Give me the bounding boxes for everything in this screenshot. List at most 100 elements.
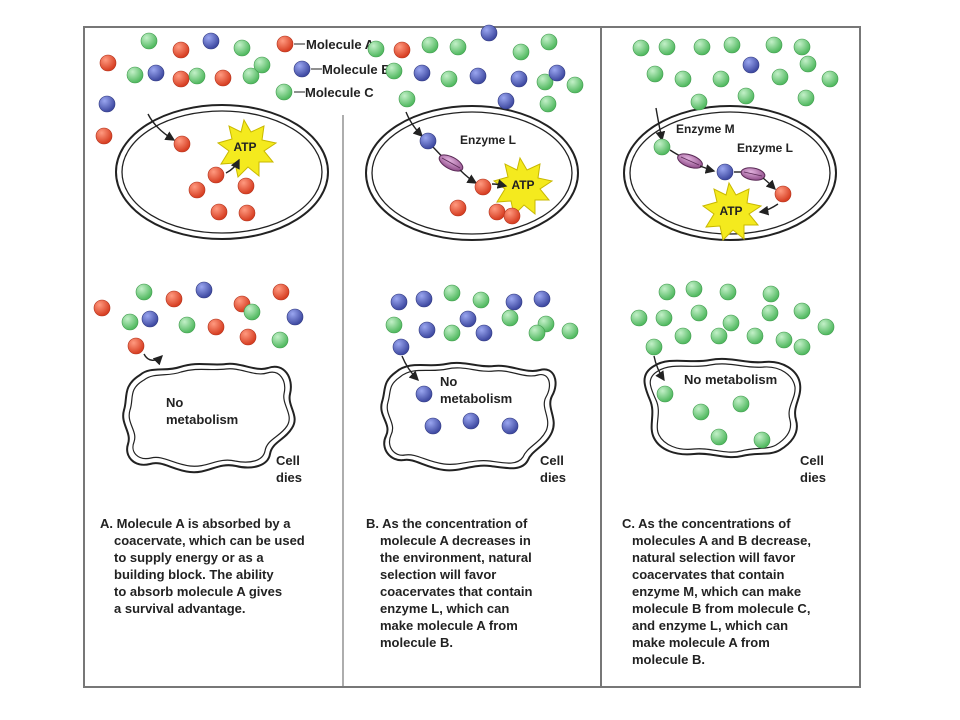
cell-dies-b-line2: dies [540, 470, 566, 485]
molecule-c [765, 36, 783, 54]
caption-c-line: make molecule A from [632, 635, 770, 650]
molecule-c [275, 83, 293, 101]
molecule-a [774, 185, 792, 203]
molecule-b [141, 310, 159, 328]
bounce-arrow-a [143, 353, 163, 366]
molecule-a [173, 135, 191, 153]
panel-a-bottom: No metabolism Cell dies [122, 353, 302, 485]
molecule-c [674, 70, 692, 88]
caption-c-line: enzyme M, which can make [632, 584, 801, 599]
molecule-c [710, 428, 728, 446]
molecule-a [188, 181, 206, 199]
enzyme-m-c-inner [680, 156, 700, 166]
molecule-c [793, 302, 811, 320]
molecule-a [503, 207, 521, 225]
caption-b-line: make molecule A from [380, 618, 518, 633]
molecule-b [147, 64, 165, 82]
molecule-b [424, 417, 442, 435]
molecule-c [656, 385, 674, 403]
atp-label-b: ATP [511, 178, 534, 192]
molecule-c [540, 33, 558, 51]
caption-b-line: molecule A decreases in [380, 533, 531, 548]
caption-a-line: to supply energy or as a [114, 550, 264, 565]
caption-a: A. Molecule A is absorbed by a coacervat… [100, 516, 305, 616]
molecule-c [690, 304, 708, 322]
molecule-c [421, 36, 439, 54]
molecule-b [390, 293, 408, 311]
molecule-c [762, 285, 780, 303]
molecule-c [722, 314, 740, 332]
molecule-a [239, 328, 257, 346]
molecule-c [817, 318, 835, 336]
cell-dies-b-line1: Cell [540, 453, 564, 468]
molecule-a [272, 283, 290, 301]
molecule-c [793, 338, 811, 356]
caption-a-line: A. Molecule A is absorbed by a [100, 516, 291, 531]
molecule-b [419, 132, 437, 150]
caption-a-line: coacervate, which can be used [114, 533, 305, 548]
molecule-c [753, 431, 771, 449]
coacervate-b-inner [371, 111, 573, 235]
molecule-c [655, 309, 673, 327]
molecule-a [172, 70, 190, 88]
cell-dies-a-line2: dies [276, 470, 302, 485]
molecule-c [385, 316, 403, 334]
molecule-b [469, 67, 487, 85]
figure-frame [83, 26, 861, 688]
legend-molecule-b: Molecule B [322, 62, 391, 77]
molecule-a [276, 35, 294, 53]
molecule-c [646, 65, 664, 83]
collapsed-coacervate-b-inner [386, 367, 551, 465]
molecule-b [501, 417, 519, 435]
panel-c-bottom: No metabolism Cell dies [643, 355, 826, 485]
caption-c-line: molecule B from molecule C, [632, 601, 810, 616]
molecule-b [462, 412, 480, 430]
molecule-c [243, 303, 261, 321]
cell-dies-c-line1: Cell [800, 453, 824, 468]
atp-arrow-c [758, 203, 779, 216]
molecule-b [98, 95, 116, 113]
molecule-c [746, 327, 764, 345]
molecule-c [712, 70, 730, 88]
molecule-c [799, 55, 817, 73]
molecule-b [497, 92, 515, 110]
molecule-c [443, 284, 461, 302]
no-metabolism-b-line2: metabolism [440, 391, 512, 406]
molecule-c [732, 395, 750, 413]
outer-border [83, 26, 861, 688]
molecule-c [271, 331, 289, 349]
uptake-arrow-c-bottom [653, 355, 665, 382]
molecule-c [528, 324, 546, 342]
molecule-b [202, 32, 220, 50]
molecule-c [385, 62, 403, 80]
molecule-c [472, 291, 490, 309]
molecule-a [93, 299, 111, 317]
molecule-b [418, 321, 436, 339]
enzyme-arrow-c1 [699, 164, 716, 174]
cell-dies-a-line1: Cell [276, 453, 300, 468]
collapsed-coacervate-c-inner [649, 363, 796, 453]
molecule-c [797, 89, 815, 107]
molecule-a [210, 203, 228, 221]
caption-c-line: C. As the concentrations of [622, 516, 791, 531]
molecule-c [692, 403, 710, 421]
molecule-c [775, 331, 793, 349]
molecule-c [658, 38, 676, 56]
uptake-arrow-b [405, 111, 423, 137]
caption-b: B. As the concentration of molecule A de… [366, 516, 533, 650]
caption-b-line: enzyme L, which can [380, 601, 509, 616]
atp-label-a: ATP [233, 140, 256, 154]
caption-c: C. As the concentrations of molecules A … [622, 516, 811, 667]
molecule-b [475, 324, 493, 342]
molecule-c [771, 68, 789, 86]
molecule-b [459, 310, 477, 328]
molecule-a [207, 318, 225, 336]
molecule-a [127, 337, 145, 355]
caption-a-line: a survival advantage. [114, 601, 246, 616]
atp-burst-b [492, 156, 554, 217]
caption-c-line: coacervates that contain [632, 567, 785, 582]
molecule-c [140, 32, 158, 50]
molecule-a [99, 54, 117, 72]
molecule-a [449, 199, 467, 217]
caption-a-line: to absorb molecule A gives [114, 584, 282, 599]
